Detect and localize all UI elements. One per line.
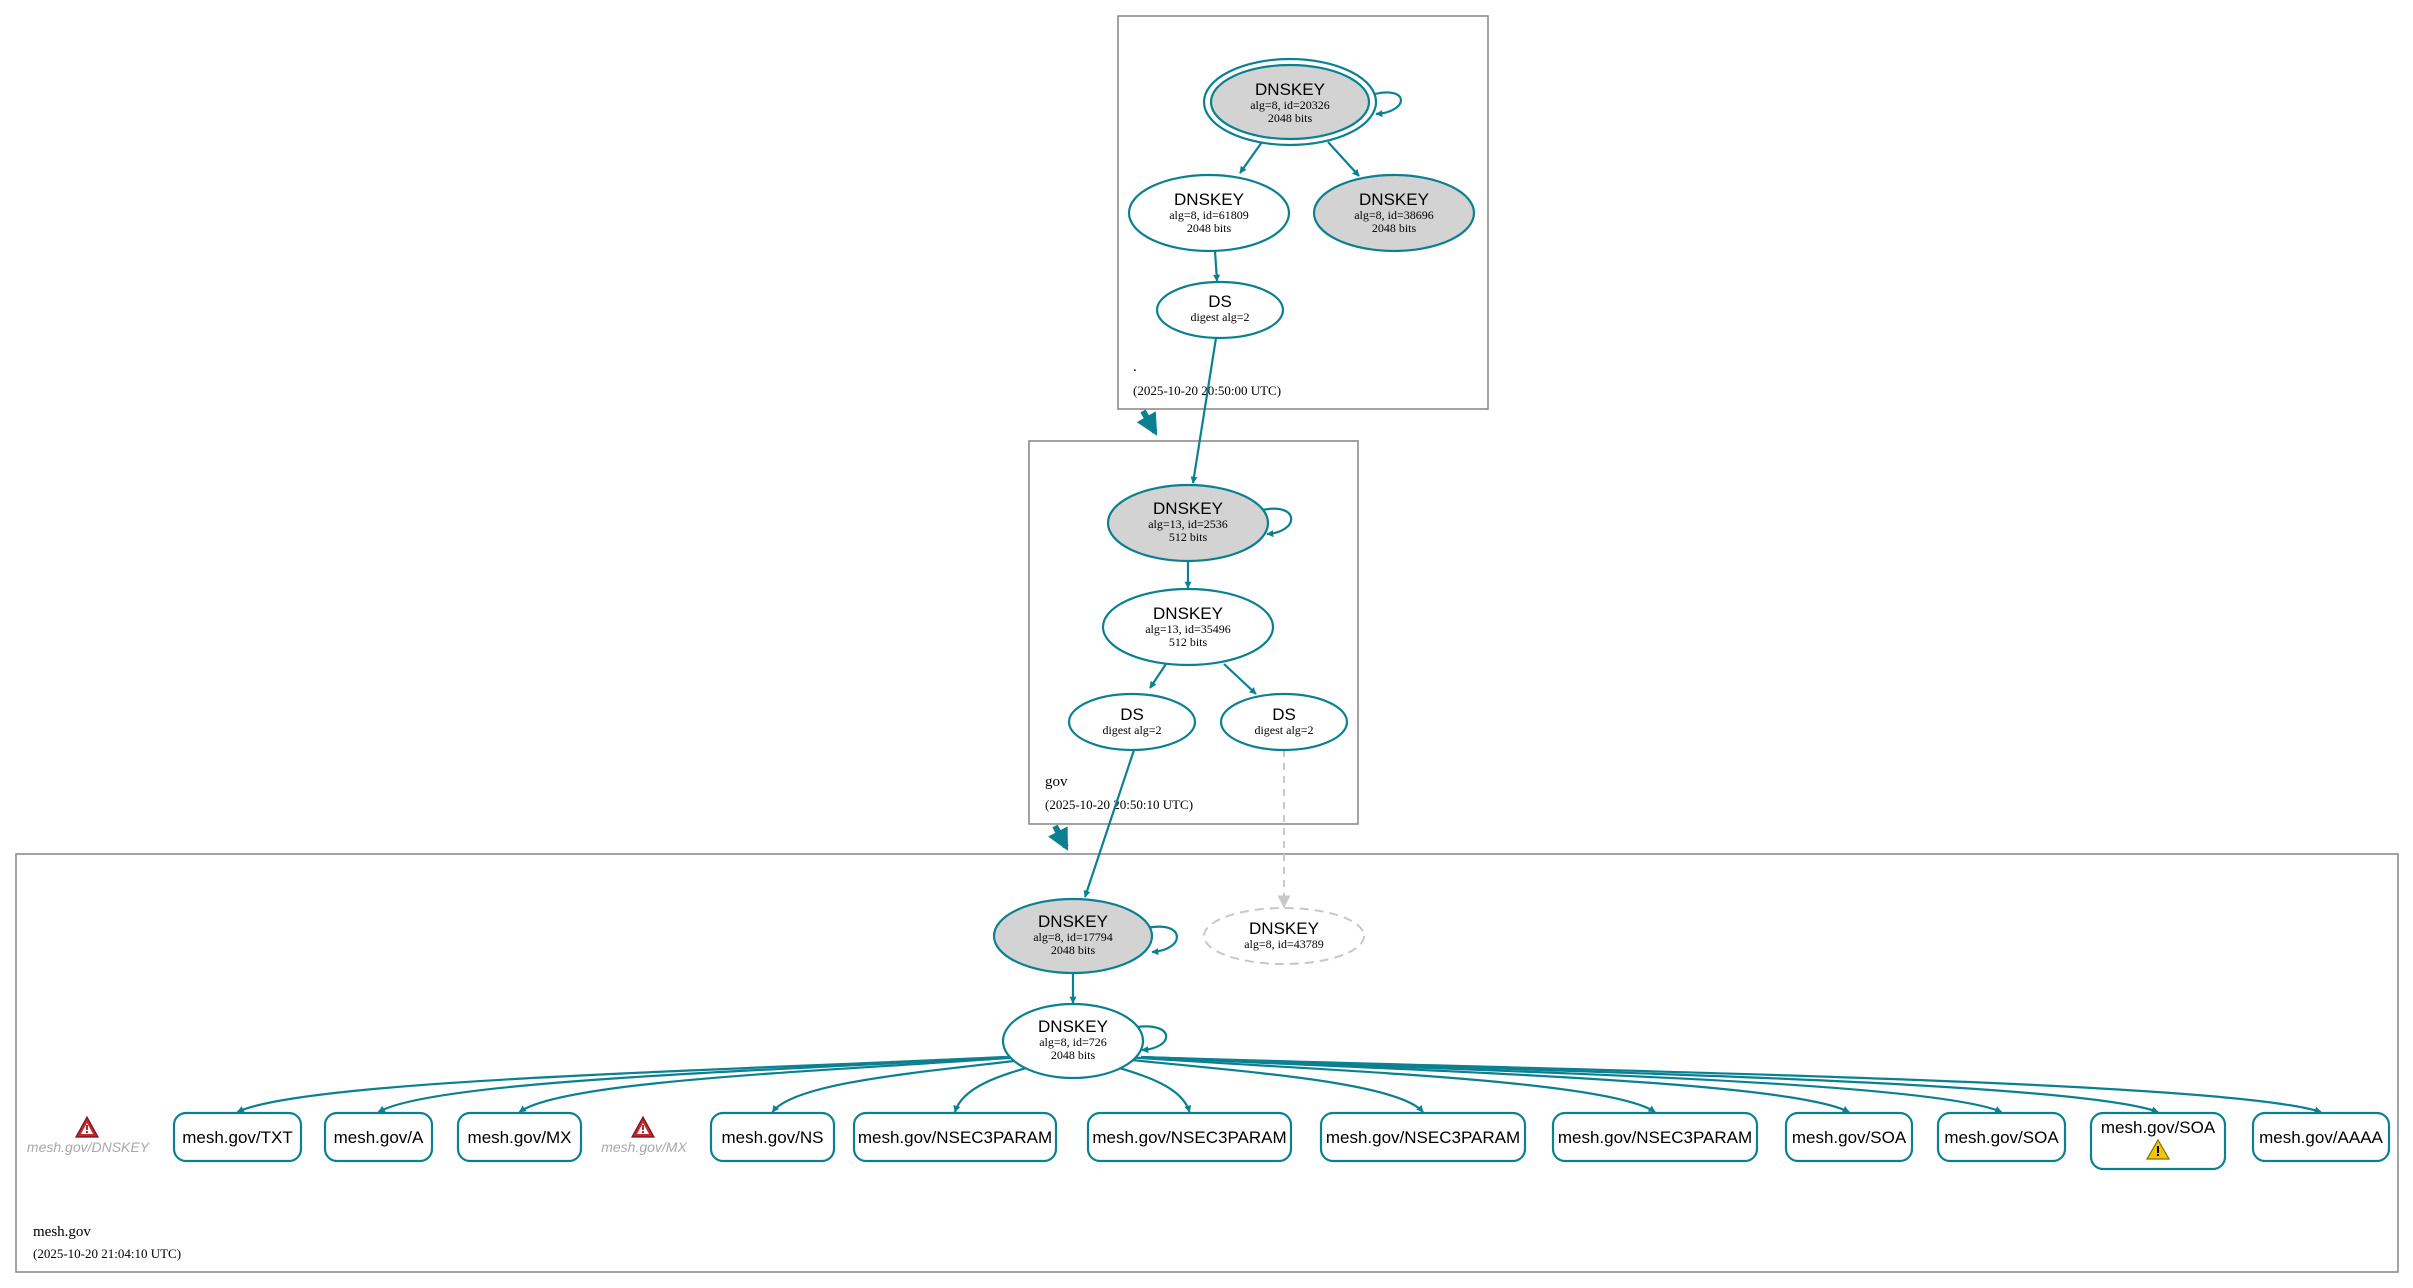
node-root-zsk[interactable]: DNSKEY alg=8, id=61809 2048 bits xyxy=(1127,173,1291,253)
record-box[interactable]: mesh.gov/SOA xyxy=(1784,1111,1914,1163)
record-label: mesh.gov/NS xyxy=(721,1128,823,1147)
node-gov-ds2[interactable]: DS digest alg=2 xyxy=(1219,692,1349,752)
error-mesh-mx-label: mesh.gov/MX xyxy=(601,1139,687,1155)
zone-gov-timestamp: (2025-10-20 20:50:10 UTC) xyxy=(1045,797,1193,812)
self-sign-edge-mesh-ksk xyxy=(1146,925,1178,956)
record-box[interactable]: mesh.gov/NS xyxy=(709,1111,836,1163)
zone-gov-name: gov xyxy=(1045,774,1068,790)
error-icon xyxy=(630,1115,656,1138)
record-label: mesh.gov/TXT xyxy=(182,1128,293,1147)
record-label: mesh.gov/NSEC3PARAM xyxy=(1326,1128,1520,1147)
record-box[interactable]: mesh.gov/NSEC3PARAM xyxy=(1086,1111,1293,1163)
signature-edge xyxy=(1104,1055,1424,1113)
node-gov-zsk[interactable]: DNSKEY alg=13, id=35496 512 bits xyxy=(1101,587,1275,667)
node-root-zsk-line1: alg=8, id=61809 xyxy=(1169,208,1249,222)
self-sign-edge-mesh-zsk xyxy=(1136,1025,1168,1054)
record-label: mesh.gov/MX xyxy=(468,1128,572,1147)
node-root-ksk-line1: alg=8, id=20326 xyxy=(1250,98,1330,112)
signature-edge xyxy=(1125,1055,1656,1113)
record-label: mesh.gov/NSEC3PARAM xyxy=(858,1128,1052,1147)
node-mesh-zsk-title: DNSKEY xyxy=(1038,1017,1108,1036)
record-label: mesh.gov/SOA xyxy=(2101,1118,2216,1137)
node-root-ds[interactable]: DS digest alg=2 xyxy=(1155,280,1285,340)
node-root-ksk2[interactable]: DNSKEY alg=8, id=38696 2048 bits xyxy=(1312,173,1476,253)
self-sign-edge-root-ksk xyxy=(1370,91,1402,118)
node-gov-ksk-title: DNSKEY xyxy=(1153,499,1223,518)
record-box[interactable]: mesh.gov/AAAA xyxy=(2251,1111,2391,1163)
record-box[interactable]: mesh.gov/NSEC3PARAM xyxy=(1319,1111,1527,1163)
warning-icon xyxy=(2145,1138,2171,1160)
error-mesh-dnskey[interactable]: mesh.gov/DNSKEY xyxy=(27,1115,151,1155)
node-mesh-ksk-line1: alg=8, id=17794 xyxy=(1033,930,1113,944)
node-mesh-zsk-line1: alg=8, id=726 xyxy=(1039,1035,1107,1049)
node-root-zsk-title: DNSKEY xyxy=(1174,190,1244,209)
record-label: mesh.gov/SOA xyxy=(1944,1128,2059,1147)
edge-gov-zsk-to-ds1 xyxy=(1149,663,1167,689)
error-icon xyxy=(74,1115,100,1138)
node-root-ksk2-line2: 2048 bits xyxy=(1372,221,1417,235)
node-mesh-zsk[interactable]: DNSKEY alg=8, id=726 2048 bits xyxy=(1001,1002,1145,1080)
node-gov-ksk-line2: 512 bits xyxy=(1169,530,1208,544)
edge-root-ksk-to-zsk xyxy=(1239,141,1263,174)
record-list: mesh.gov/TXT mesh.gov/A mesh.gov/MX mesh.go… xyxy=(172,1111,2391,1171)
signature-edge xyxy=(518,1055,1024,1113)
error-mesh-mx[interactable]: mesh.gov/MX xyxy=(601,1115,687,1155)
edge-root-zsk-to-ds xyxy=(1213,250,1221,282)
signature-edge xyxy=(377,1055,1011,1113)
edge-root-ksk-to-ksk2 xyxy=(1327,141,1360,177)
node-mesh-ksk[interactable]: DNSKEY alg=8, id=17794 2048 bits xyxy=(992,897,1154,975)
edge-gov-ds1-to-mesh-ksk xyxy=(1083,749,1136,898)
node-gov-ds1[interactable]: DS digest alg=2 xyxy=(1067,692,1197,752)
node-mesh-missing-key[interactable]: DNSKEY alg=8, id=43789 xyxy=(1203,907,1365,965)
delegation-arrow-root-gov xyxy=(1136,409,1158,436)
record-box[interactable]: mesh.gov/SOA xyxy=(1936,1111,2067,1163)
node-gov-ksk-line1: alg=13, id=2536 xyxy=(1148,517,1228,531)
record-label: mesh.gov/A xyxy=(334,1128,424,1147)
record-label: mesh.gov/SOA xyxy=(1792,1128,1907,1147)
delegation-arrow-gov-mesh xyxy=(1048,824,1069,851)
node-root-ksk[interactable]: DNSKEY alg=8, id=20326 2048 bits xyxy=(1202,57,1378,147)
zone-mesh-timestamp: (2025-10-20 21:04:10 UTC) xyxy=(33,1246,181,1261)
edge-gov-zsk-to-ds2 xyxy=(1223,663,1257,695)
signature-edge xyxy=(1140,1055,2322,1114)
record-box[interactable]: mesh.gov/NSEC3PARAM xyxy=(1551,1111,1759,1163)
zone-mesh-name: mesh.gov xyxy=(33,1224,91,1240)
signature-edge xyxy=(771,1055,1047,1113)
edge-root-ds-to-gov-ksk xyxy=(1190,337,1218,484)
record-label: mesh.gov/NSEC3PARAM xyxy=(1558,1128,1752,1147)
record-box[interactable]: mesh.gov/TXT xyxy=(172,1111,303,1163)
node-root-ds-line1: digest alg=2 xyxy=(1190,310,1249,324)
node-mesh-ksk-title: DNSKEY xyxy=(1038,912,1108,931)
node-root-ds-title: DS xyxy=(1208,292,1232,311)
node-mesh-zsk-line2: 2048 bits xyxy=(1051,1048,1096,1062)
error-mesh-dnskey-label: mesh.gov/DNSKEY xyxy=(27,1139,151,1155)
signature-edge xyxy=(236,1055,1006,1113)
node-gov-zsk-title: DNSKEY xyxy=(1153,604,1223,623)
record-box[interactable]: mesh.gov/A xyxy=(323,1111,434,1163)
zone-root-name: . xyxy=(1133,359,1137,375)
node-gov-ds2-title: DS xyxy=(1272,705,1296,724)
node-mesh-missing-key-title: DNSKEY xyxy=(1249,919,1319,938)
node-gov-ds1-title: DS xyxy=(1120,705,1144,724)
record-box[interactable]: mesh.gov/MX xyxy=(456,1111,583,1163)
node-root-ksk2-title: DNSKEY xyxy=(1359,190,1429,209)
record-box[interactable]: mesh.gov/NSEC3PARAM xyxy=(852,1111,1058,1163)
node-gov-ds1-line1: digest alg=2 xyxy=(1102,723,1161,737)
node-root-ksk-title: DNSKEY xyxy=(1255,80,1325,99)
self-sign-edge-gov-ksk xyxy=(1261,507,1293,538)
node-gov-zsk-line1: alg=13, id=35496 xyxy=(1145,622,1231,636)
node-root-zsk-line2: 2048 bits xyxy=(1187,221,1232,235)
record-box[interactable]: mesh.gov/SOA xyxy=(2089,1111,2227,1171)
node-mesh-missing-key-line1: alg=8, id=43789 xyxy=(1244,937,1324,951)
node-gov-ksk[interactable]: DNSKEY alg=13, id=2536 512 bits xyxy=(1106,483,1270,563)
node-mesh-ksk-line2: 2048 bits xyxy=(1051,943,1096,957)
node-gov-ds2-line1: digest alg=2 xyxy=(1254,723,1313,737)
record-label: mesh.gov/AAAA xyxy=(2259,1128,2383,1147)
node-gov-zsk-line2: 512 bits xyxy=(1169,635,1208,649)
node-root-ksk-line2: 2048 bits xyxy=(1268,111,1313,125)
node-root-ksk2-line1: alg=8, id=38696 xyxy=(1354,208,1434,222)
record-label: mesh.gov/NSEC3PARAM xyxy=(1092,1128,1286,1147)
